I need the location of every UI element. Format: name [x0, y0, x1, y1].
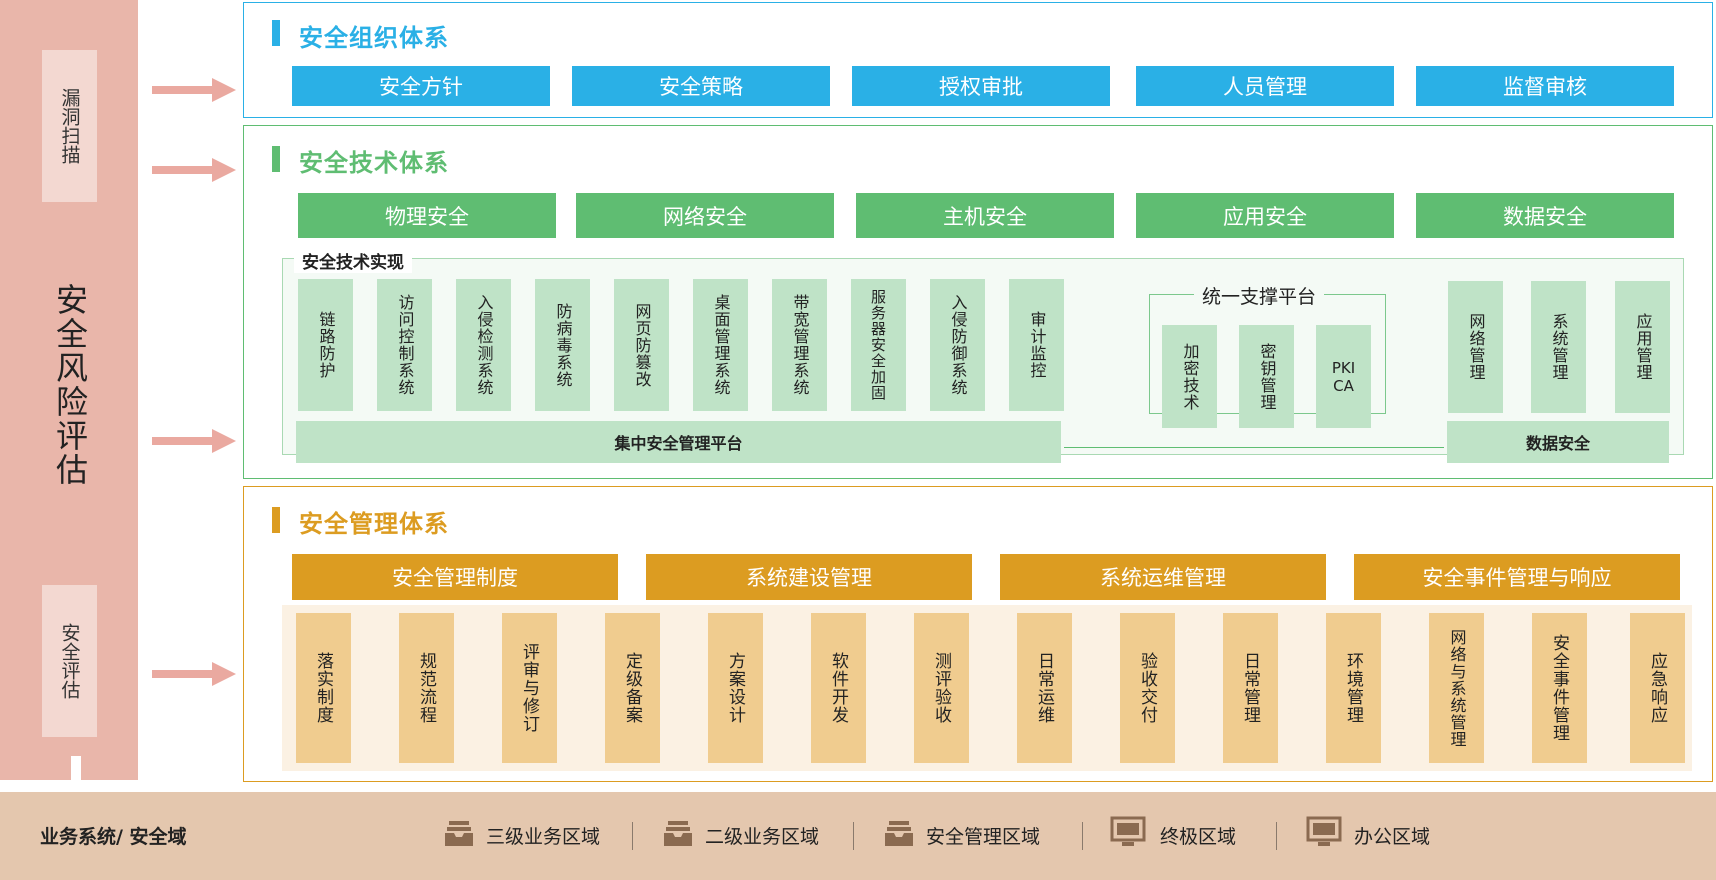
mgmt-tile-0: 落实制度 [296, 613, 351, 763]
tech-item-4: 数据安全 [1416, 193, 1674, 238]
data-tile-2: 应用管理 [1615, 281, 1670, 413]
tech-item-2: 主机安全 [856, 193, 1114, 238]
mgmt-item-2: 系统运维管理 [1000, 554, 1326, 600]
business-system-label: 业务系统/ 安全域 [40, 826, 187, 848]
org-system-title: 安全组织体系 [299, 24, 449, 52]
org-item-1: 安全策略 [572, 66, 830, 106]
data-tile-0: 网络管理 [1448, 281, 1503, 413]
tech-tile-6: 带宽管理系统 [772, 279, 827, 411]
monitor-icon [1110, 816, 1146, 846]
support-tile-2: PKI CA [1316, 325, 1371, 428]
org-item-4: 监督审核 [1416, 66, 1674, 106]
tech-tile-3: 防病毒系统 [535, 279, 590, 411]
security-domain-bar: 业务系统/ 安全域 三级业务区域 二级业务区域 安全管理区域 终极区域 办公区域 [0, 792, 1716, 880]
tech-system-title: 安全技术体系 [299, 149, 449, 177]
mgmt-system-section: 安全管理体系 安全管理制度 系统建设管理 系统运维管理 安全事件管理与响应 落实… [243, 486, 1713, 782]
mgmt-tile-6: 测评验收 [914, 613, 969, 763]
tech-tile-1: 访问控制系统 [377, 279, 432, 411]
mgmt-tile-13: 应急响应 [1630, 613, 1685, 763]
tech-item-0: 物理安全 [298, 193, 556, 238]
mgmt-tile-5: 软件开发 [811, 613, 866, 763]
zone-label-1: 二级业务区域 [705, 826, 820, 848]
zone-label-3: 终极区域 [1160, 826, 1237, 848]
connector-line [1064, 447, 1444, 448]
tech-tile-4: 网页防篡改 [614, 279, 669, 411]
zone-divider [1276, 822, 1277, 850]
mgmt-tile-10: 环境管理 [1326, 613, 1381, 763]
zone-label-4: 办公区域 [1354, 826, 1431, 848]
security-assessment-box: 安全评估 [42, 585, 97, 737]
org-system-section: 安全组织体系 安全方针 安全策略 授权审批 人员管理 监督审核 [243, 2, 1713, 118]
section-marker [272, 507, 280, 533]
org-item-0: 安全方针 [292, 66, 550, 106]
mgmt-tile-8: 验收交付 [1120, 613, 1175, 763]
mgmt-tile-7: 日常运维 [1017, 613, 1072, 763]
right-arrow-icon [152, 429, 236, 453]
tray-icon [885, 821, 913, 846]
risk-assessment-title: 安全风险评估 [51, 283, 89, 487]
tech-tile-8: 入侵防御系统 [930, 279, 985, 411]
mgmt-tile-4: 方案设计 [708, 613, 763, 763]
tech-tile-5: 桌面管理系统 [693, 279, 748, 411]
zone-divider [853, 822, 854, 850]
mgmt-item-0: 安全管理制度 [292, 554, 618, 600]
risk-assessment-column: 漏洞扫描 安全风险评估 安全评估 [0, 0, 138, 780]
right-arrow-icon [152, 662, 236, 686]
tray-icon [445, 821, 473, 846]
mgmt-tile-2: 评审与修订 [502, 613, 557, 763]
tech-tile-7: 服务器安全加固 [851, 279, 906, 411]
support-tile-0: 加密技术 [1162, 325, 1217, 428]
monitor-icon [1306, 816, 1342, 846]
support-platform-title: 统一支撑平台 [1194, 282, 1325, 309]
central-platform-bar: 集中安全管理平台 [296, 421, 1061, 463]
section-marker [272, 146, 280, 172]
tech-item-1: 网络安全 [576, 193, 834, 238]
right-arrow-icon [152, 78, 236, 102]
tray-icon [664, 821, 692, 846]
tech-system-section: 安全技术体系 物理安全 网络安全 主机安全 应用安全 数据安全 安全技术实现 链… [243, 125, 1713, 479]
mgmt-tile-1: 规范流程 [399, 613, 454, 763]
mgmt-tile-11: 网络与系统管理 [1429, 613, 1484, 763]
zone-label-2: 安全管理区域 [926, 826, 1041, 848]
security-assessment-label: 安全评估 [58, 623, 81, 699]
org-item-3: 人员管理 [1136, 66, 1394, 106]
tech-item-3: 应用安全 [1136, 193, 1394, 238]
tech-tile-9: 审计监控 [1009, 279, 1064, 411]
section-marker [272, 20, 280, 46]
zone-divider [1082, 822, 1083, 850]
right-arrow-icon [152, 158, 236, 182]
vulnerability-scan-label: 漏洞扫描 [58, 88, 81, 164]
mgmt-item-1: 系统建设管理 [646, 554, 972, 600]
support-tile-1: 密钥管理 [1239, 325, 1294, 428]
support-tile-2-label: PKI CA [1331, 358, 1356, 395]
zone-divider [632, 822, 633, 850]
zone-label-0: 三级业务区域 [486, 826, 601, 848]
mgmt-tile-9: 日常管理 [1223, 613, 1278, 763]
org-item-2: 授权审批 [852, 66, 1110, 106]
tech-impl-title: 安全技术实现 [294, 248, 412, 273]
data-security-bar: 数据安全 [1447, 421, 1669, 463]
mgmt-tile-3: 定级备案 [605, 613, 660, 763]
mgmt-system-title: 安全管理体系 [299, 510, 449, 538]
mgmt-tile-12: 安全事件管理 [1532, 613, 1587, 763]
mgmt-item-3: 安全事件管理与响应 [1354, 554, 1680, 600]
data-tile-1: 系统管理 [1531, 281, 1586, 413]
tech-tile-2: 入侵检测系统 [456, 279, 511, 411]
tech-tile-0: 链路防护 [298, 279, 353, 411]
vulnerability-scan-box: 漏洞扫描 [42, 50, 97, 202]
